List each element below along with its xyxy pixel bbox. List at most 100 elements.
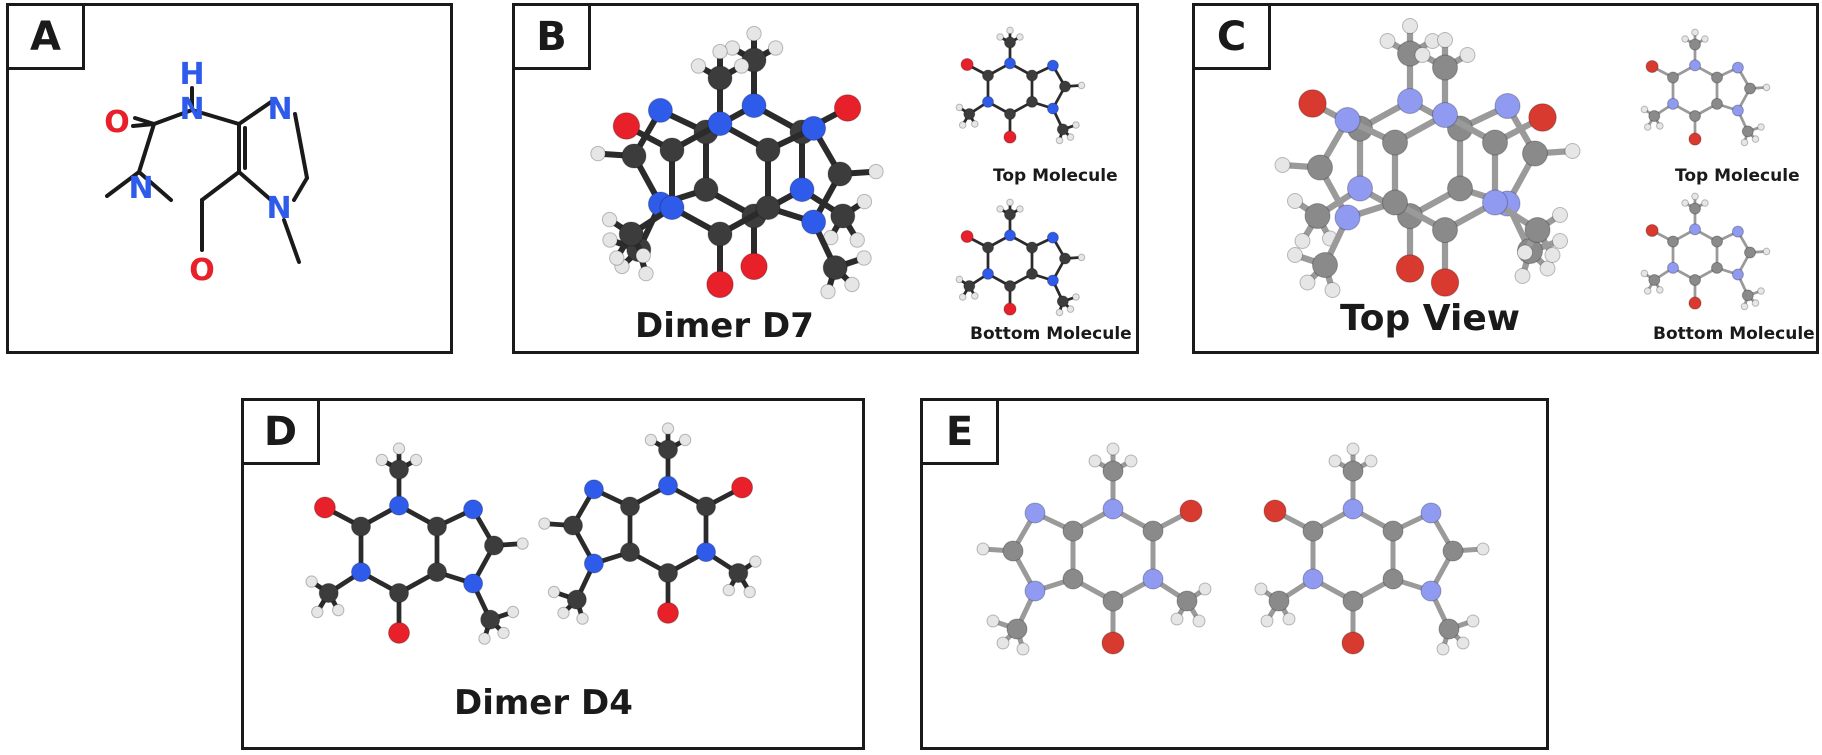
bottom-molecule-model-carbon-atom [1648,274,1661,286]
top-view-caption: Top View [1340,298,1521,339]
top-molecule-model-hydrogen-atom [1006,26,1014,35]
left-molecule-model-carbon-atom [1006,618,1028,640]
top-molecule-model [1640,28,1771,147]
top-molecule-model-hydrogen-atom [958,121,967,129]
right-molecule-model-hydrogen-atom [1476,542,1490,556]
dimer-d7-ball-stick-model-carbon-atom [659,137,685,163]
dimer-d7-ball-stick-model-hydrogen-atom [856,193,873,210]
top-molecule-model-nitrogen-atom [982,95,994,108]
right-molecule-model-carbon-atom [1268,590,1290,612]
top-molecule-model-hydrogen-atom [1757,123,1765,131]
dimer-d4-left-molecule-oxygen-atom [313,496,336,519]
bottom-molecule-model-hydrogen-atom [1740,302,1749,311]
top-view-ball-stick-model-nitrogen-atom [1334,107,1361,133]
top-molecule-model-carbon-atom [1004,36,1016,49]
right-molecule-model-nitrogen-atom [1420,502,1442,524]
dimer-d4-left-molecule-hydrogen-atom [311,605,324,619]
top-molecule-model-oxygen-atom [1003,130,1017,144]
right-molecule-model-hydrogen-atom [1466,614,1480,628]
left-molecule-model-nitrogen-atom [1102,498,1124,520]
atom-n-label: N [179,92,204,127]
top-molecule-model-hydrogen-atom [1751,135,1760,143]
dimer-d7-ball-stick-model-hydrogen-atom [609,250,625,266]
bottom-molecule-model-hydrogen-atom [958,293,967,301]
panel-d: D Dimer D4 [241,398,865,750]
right-molecule-model-carbon-atom [1382,520,1404,542]
dimer-d4-right-molecule-hydrogen-atom [557,606,570,620]
dimer-d7-ball-stick-model-carbon-atom [618,221,644,247]
top-molecule-model-oxygen-atom [1688,132,1702,146]
dimer-d7-ball-stick-model-carbon-atom [827,161,853,187]
dimer-d7-ball-stick-model-carbon-atom [755,137,781,163]
bottom-molecule-caption: Bottom Molecule [970,324,1132,344]
panel-c-label: C [1195,6,1271,70]
top-molecule-model-hydrogen-atom [1643,123,1652,131]
left-molecule-model-oxygen-atom [1101,631,1125,655]
top-view-ball-stick-model-nitrogen-atom [1397,88,1423,114]
dimer-d7-ball-stick-model-carbon-atom [693,177,719,203]
left-molecule-model-hydrogen-atom [1198,582,1212,596]
bottom-molecule-model-carbon-atom [1004,280,1016,292]
right-molecule-model-carbon-atom [1342,590,1364,612]
bottom-molecule-model-carbon-atom [1667,235,1679,248]
dimer-d4-left-molecule-carbon-atom [480,609,501,630]
right-molecule-model-carbon-atom [1382,568,1404,590]
top-molecule-model-hydrogen-atom [1681,35,1689,43]
top-view-ball-stick-model-carbon-atom [1522,140,1548,167]
bottom-molecule-model-hydrogen-atom [1072,293,1080,301]
bottom-molecule-model-oxygen-atom [1003,302,1017,316]
top-view-ball-stick-model-carbon-atom [1482,129,1508,156]
top-view-ball-stick-model-hydrogen-atom [1564,143,1581,159]
bottom-molecule-model-hydrogen-atom [955,275,964,284]
top-view-ball-stick-model-hydrogen-atom [1539,260,1556,277]
left-molecule-model-nitrogen-atom [1024,502,1046,524]
dimer-d4-left-molecule-hydrogen-atom [392,442,406,455]
right-molecule-model-hydrogen-atom [1346,442,1360,456]
top-molecule-model-hydrogen-atom [955,103,964,112]
panel-a: A H N N N N O O [6,3,453,354]
right-molecule-model-hydrogen-atom [1254,582,1268,596]
top-view-ball-stick-model-nitrogen-atom [1347,175,1373,202]
right-molecule-model-hydrogen-atom [1260,614,1274,628]
atom-n-label: N [267,92,292,127]
bottom-molecule-model-hydrogen-atom [1006,198,1014,207]
bottom-molecule-model-nitrogen-atom [1004,229,1016,242]
left-molecule-model [976,442,1212,656]
left-molecule-model-hydrogen-atom [1016,642,1030,656]
dimer-d7-ball-stick-model-carbon-atom [707,65,733,91]
dimer-d7-ball-stick-model-carbon-atom [621,143,647,169]
dimer-d7-ball-stick-model-hydrogen-atom [690,58,707,74]
dimer-d7-ball-stick-model-oxygen-atom [706,270,734,299]
top-view-ball-stick-model-nitrogen-atom [1482,189,1508,216]
dimer-d7-ball-stick-model-hydrogen-atom [856,250,872,266]
top-view-ball-stick-model-hydrogen-atom [1274,157,1291,173]
top-molecule-model-hydrogen-atom [1066,133,1075,141]
top-molecule-model-hydrogen-atom [1701,35,1709,43]
dimer-d4-left-molecule-nitrogen-atom [463,499,484,520]
top-view-ball-stick-model-carbon-atom [1382,189,1408,216]
dimer-d4-right-molecule-oxygen-atom [731,476,754,499]
top-molecule-model-carbon-atom [1026,95,1038,108]
left-molecule-model-hydrogen-atom [986,614,1000,628]
dimer-d4-right-molecule-carbon-atom [728,563,749,583]
panel-d-label: D [244,401,320,465]
top-view-ball-stick-model-hydrogen-atom [1324,282,1341,298]
left-molecule-model-nitrogen-atom [1024,580,1046,602]
top-view-ball-stick-model-oxygen-atom [1528,103,1557,132]
top-molecule-model-hydrogen-atom [1656,122,1664,130]
left-molecule-model-hydrogen-atom [1124,454,1138,468]
top-molecule-model-nitrogen-atom [1689,59,1701,72]
top-molecule-model-carbon-atom [1026,69,1038,82]
dimer-d7-ball-stick-model-hydrogen-atom [712,43,728,60]
dimer-d4-left-molecule-carbon-atom [427,562,447,583]
top-view-ball-stick-model-hydrogen-atom [1552,233,1568,249]
bottom-molecule-model-hydrogen-atom [1016,205,1024,213]
dimer-d7-ball-stick-model-hydrogen-atom [868,163,884,180]
dimer-d4-left-molecule-carbon-atom [389,459,409,480]
dimer-d4-right-molecule-oxygen-atom [657,601,679,624]
bottom-molecule-model-carbon-atom [1026,241,1038,254]
dimer-d7-ball-stick-model-hydrogen-atom [590,145,606,162]
top-view-ball-stick-model-oxygen-atom [1430,268,1460,297]
dimer-d7-ball-stick-model-hydrogen-atom [849,232,865,248]
top-molecule-model-carbon-atom [1004,108,1016,120]
